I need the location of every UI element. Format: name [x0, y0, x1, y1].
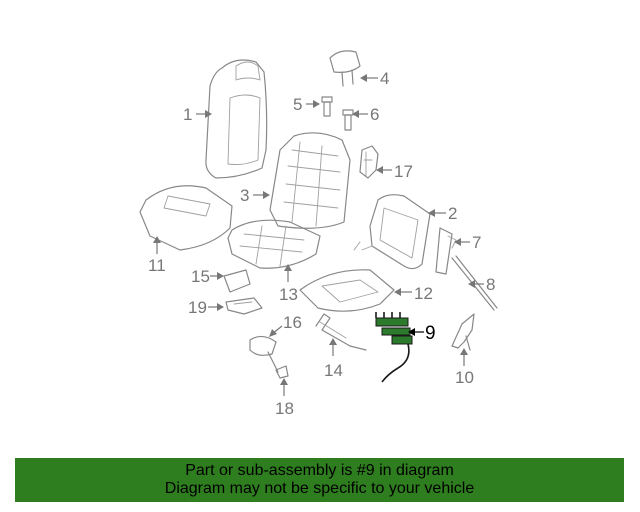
callout-label-16: 16 [283, 313, 302, 332]
part-4-headrest[interactable] [329, 50, 361, 87]
part-17-bracket[interactable] [359, 145, 379, 179]
part-1-seatback-cover[interactable] [205, 59, 268, 179]
callout-16: 16 [269, 313, 302, 337]
callout-label-11: 11 [148, 256, 166, 275]
callout-12: 12 [394, 284, 433, 303]
callout-19: 19 [188, 298, 224, 317]
part-18-clip[interactable] [275, 365, 289, 379]
callout-label-17: 17 [394, 162, 413, 181]
callout-2: 2 [428, 204, 457, 223]
callout-label-6: 6 [370, 105, 379, 124]
callout-15: 15 [191, 267, 224, 286]
callout-label-9: 9 [425, 323, 436, 344]
callout-13: 13 [279, 264, 298, 304]
callout-label-15: 15 [191, 267, 210, 286]
callout-label-5: 5 [293, 95, 302, 114]
part-11-cushion-cover[interactable] [139, 185, 233, 251]
part-info-banner: Part or sub-assembly is #9 in diagram Di… [15, 458, 624, 502]
callout-label-2: 2 [448, 204, 457, 223]
part-2-seatback-frame[interactable] [353, 194, 431, 270]
callout-label-12: 12 [414, 284, 433, 303]
callout-label-13: 13 [279, 285, 298, 304]
part-10-bracket[interactable] [451, 313, 475, 351]
callout-9: 9 [408, 323, 436, 344]
part-5-guide[interactable] [321, 96, 333, 117]
part-9-wiring-harness[interactable] [375, 312, 413, 383]
callout-label-18: 18 [275, 399, 294, 418]
banner-line-2: Diagram may not be specific to your vehi… [164, 480, 475, 497]
callout-label-8: 8 [486, 275, 495, 294]
callout-18: 18 [275, 378, 294, 418]
part-16-trim[interactable] [249, 335, 279, 373]
callout-14: 14 [324, 338, 343, 380]
callout-label-7: 7 [472, 233, 481, 252]
callout-4: 4 [360, 69, 389, 88]
part-7-side-trim[interactable] [435, 227, 457, 275]
banner-line-1: Part or sub-assembly is #9 in diagram [185, 462, 454, 479]
callout-11: 11 [148, 236, 166, 275]
callout-17: 17 [376, 162, 413, 181]
callout-label-19: 19 [188, 298, 207, 317]
callout-label-1: 1 [183, 105, 192, 124]
callout-10: 10 [455, 348, 474, 387]
part-15-bezel[interactable] [223, 269, 251, 293]
part-12-seat-pan[interactable] [299, 269, 395, 312]
callout-label-4: 4 [380, 69, 389, 88]
callout-1: 1 [183, 105, 212, 124]
callout-label-10: 10 [455, 368, 474, 387]
part-3-seatback-pad[interactable] [269, 132, 351, 229]
callout-6: 6 [352, 105, 379, 124]
callout-label-3: 3 [240, 186, 249, 205]
part-14-rail[interactable] [315, 313, 367, 351]
part-13-cushion-pad[interactable] [227, 219, 321, 269]
callout-7: 7 [454, 233, 481, 252]
part-19-handle[interactable] [225, 297, 263, 315]
callout-3: 3 [240, 186, 270, 205]
part-6-guide[interactable] [342, 109, 354, 131]
callout-label-14: 14 [324, 361, 343, 380]
callout-8: 8 [468, 275, 495, 294]
callout-5: 5 [293, 95, 320, 114]
